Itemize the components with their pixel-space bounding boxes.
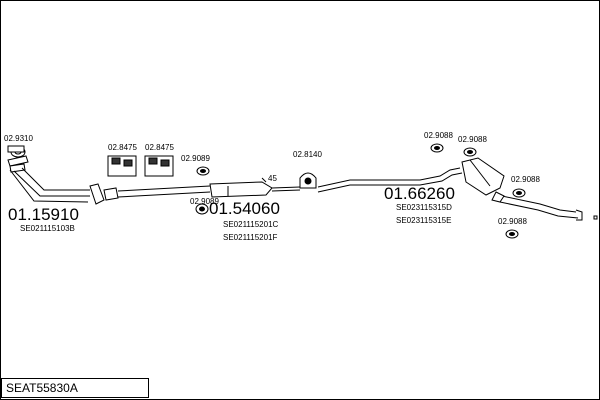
middle-silencer-oem-ref-1: SE021115201C — [223, 220, 279, 229]
rear-silencer-part-number: 01.66260 — [384, 184, 455, 203]
assembly-id-box: SEAT55830A — [1, 378, 149, 398]
mount-part-number-rear-b: 02.9088 — [458, 135, 487, 144]
assembly-id: SEAT55830A — [6, 381, 78, 395]
front-pipe — [7, 146, 105, 205]
rear-section — [317, 157, 583, 221]
front-pipe-part-number: 01.15910 — [8, 205, 79, 224]
front-pipe-oem-ref: SE021115103B — [20, 224, 75, 233]
gasket-icon — [7, 145, 25, 153]
mount-part-number-low: 02.9089 — [190, 197, 219, 206]
mount-part-number-rear-a: 02.9088 — [424, 131, 453, 140]
middle-section — [103, 177, 301, 201]
rear-silencer-oem-ref-1: SE023115315D — [396, 203, 452, 212]
rear-silencer-oem-ref-2: SE023115315E — [396, 216, 451, 225]
fitting-icons — [7, 143, 598, 239]
middle-silencer-part-number: 01.54060 — [209, 199, 280, 218]
clamp-part-number-left: 02.8475 — [108, 143, 137, 152]
mount-part-number-mid: 02.9089 — [181, 154, 210, 163]
middle-silencer-oem-ref-2: SE021115201F — [223, 233, 278, 242]
mount-part-number-rear-c: 02.9088 — [511, 175, 540, 184]
clamp-part-number-right: 02.8475 — [145, 143, 174, 152]
mount-part-number-center: 02.8140 — [293, 150, 322, 159]
gasket-part-number: 02.9310 — [4, 134, 33, 143]
mount-part-number-rear-d: 02.9088 — [498, 217, 527, 226]
misc-label: 45 — [268, 174, 277, 183]
